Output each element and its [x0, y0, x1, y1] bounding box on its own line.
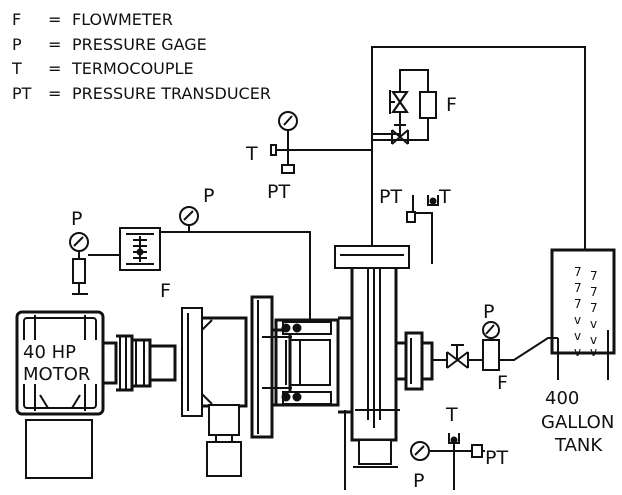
legend-desc-termocouple: TERMOCOUPLE	[71, 59, 194, 78]
legend-eq: =	[48, 59, 61, 78]
bypass-transducer-label: PT	[267, 181, 290, 203]
discharge-pressure-label: P	[483, 301, 494, 323]
legend-abbr-f: F	[12, 10, 21, 29]
bottom-transducer-label: PT	[485, 447, 508, 469]
left-pressure-stem	[72, 258, 86, 284]
bypass-return	[372, 118, 429, 141]
tank-mark: v	[574, 313, 581, 327]
motor-label-line2: MOTOR	[23, 364, 90, 385]
bypass-loop	[372, 69, 429, 135]
legend-abbr-p: P	[12, 35, 22, 54]
casing-pressure-transducer	[406, 211, 416, 223]
tank-label-line1: 400	[545, 388, 579, 409]
casing-drain	[358, 439, 392, 465]
tank-label-line2: GALLON	[541, 412, 614, 433]
tank-label-line3: TANK	[554, 435, 603, 456]
bypass-valve-2	[391, 124, 409, 145]
bypass-instruments	[270, 111, 372, 174]
tank-mark: 7	[574, 265, 582, 279]
bypass-thermocouple	[270, 144, 277, 156]
bypass-flowmeter	[419, 91, 437, 119]
legend-abbr-pt: PT	[12, 84, 32, 103]
bottom-thermocouple-label: T	[445, 404, 458, 426]
tank-mark: v	[590, 345, 597, 359]
casing-top-flange	[334, 245, 410, 269]
bearing-housing	[181, 307, 248, 477]
top-pressure-label: P	[203, 185, 214, 207]
tank-mark: 7	[574, 297, 582, 311]
tank-water-marks: 7 7 7 7 7 7 v v v v v v	[574, 265, 598, 359]
coupling	[103, 334, 177, 392]
motor-label-line1: 40 HP	[23, 342, 76, 363]
legend-desc-pressure-gage: PRESSURE GAGE	[72, 35, 207, 54]
tank-mark: 7	[590, 269, 598, 283]
legend-desc-flowmeter: FLOWMETER	[72, 10, 173, 29]
legend: F = FLOWMETER P = PRESSURE GAGE T = TERM…	[11, 10, 271, 103]
casing-thermocouple-label: T	[438, 186, 451, 208]
casing-transducer-label: PT	[379, 186, 402, 208]
left-pressure-label: P	[71, 208, 82, 230]
legend-abbr-t: T	[11, 59, 22, 78]
flowmeter-line	[160, 231, 311, 330]
motor	[15, 310, 105, 479]
bypass-valve-1	[389, 90, 409, 114]
tank-mark: v	[590, 317, 597, 331]
bypass-thermocouple-label: T	[245, 143, 258, 165]
discharge-pressure-gage	[482, 321, 500, 339]
left-flowmeter-label: F	[160, 280, 171, 302]
discharge-flowmeter	[482, 339, 500, 371]
discharge-pipe-c	[499, 337, 558, 361]
bearing-stand	[206, 441, 242, 477]
tank-mark: v	[574, 329, 581, 343]
tank-mark: 7	[590, 285, 598, 299]
discharge-flowmeter-label: F	[497, 372, 508, 394]
bottom-pressure-label: P	[413, 470, 424, 490]
bypass-flowmeter-label: F	[446, 94, 457, 116]
tank-mark: 7	[590, 301, 598, 315]
bottom-pressure-transducer	[471, 444, 483, 458]
legend-eq: =	[48, 84, 61, 103]
return-pipe-top	[371, 46, 586, 250]
discharge-assembly	[394, 321, 500, 391]
pipe-network	[160, 46, 586, 361]
tank-mark: v	[574, 345, 581, 359]
tank: 7 7 7 7 7 7 v v v v v v	[550, 248, 616, 380]
legend-desc-pressure-transducer: PRESSURE TRANSDUCER	[72, 84, 271, 103]
pump-casing	[334, 245, 410, 490]
legend-eq: =	[48, 10, 61, 29]
legend-eq: =	[48, 35, 61, 54]
bottom-instruments	[410, 433, 485, 490]
tank-mark: v	[590, 333, 597, 347]
tank-mark: 7	[574, 281, 582, 295]
motor-base	[25, 419, 93, 479]
seal-housing	[250, 295, 354, 439]
left-flowmeter	[88, 227, 161, 271]
bypass-pressure-transducer	[281, 164, 295, 174]
